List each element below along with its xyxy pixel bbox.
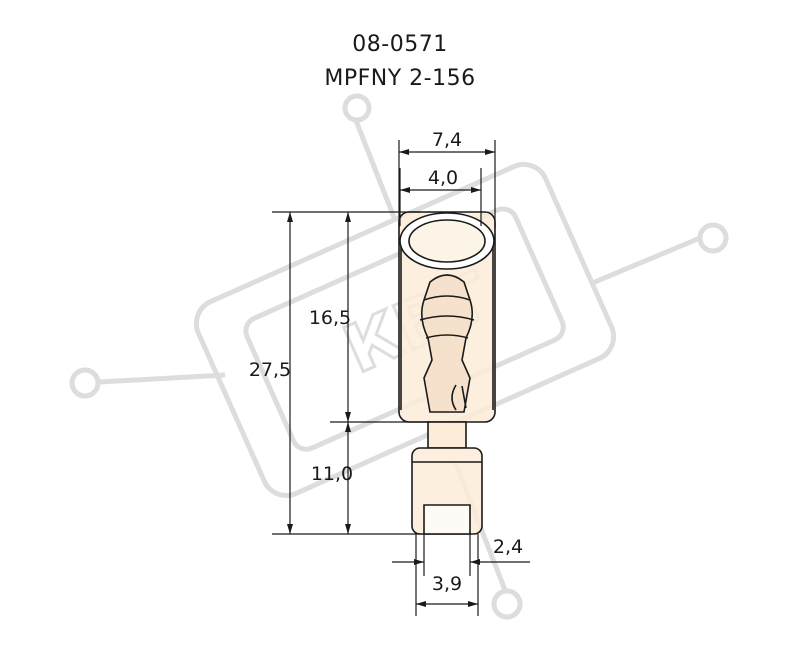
dim-wire-inner-diameter: 2,4 <box>493 536 523 558</box>
terminal-body <box>398 211 496 535</box>
dim-outer-diameter: 7,4 <box>432 129 462 151</box>
part-number: 08-0571 <box>352 32 448 57</box>
dim-total-length: 27,5 <box>249 359 291 381</box>
dim-sleeve-length: 11,0 <box>311 463 353 485</box>
dim-inner-diameter: 4,0 <box>428 167 458 189</box>
dim-body-length: 16,5 <box>309 307 351 329</box>
dimension-lines <box>287 149 530 607</box>
model-name: MPFNY 2-156 <box>324 66 476 91</box>
dim-sleeve-diameter: 3,9 <box>432 573 462 595</box>
